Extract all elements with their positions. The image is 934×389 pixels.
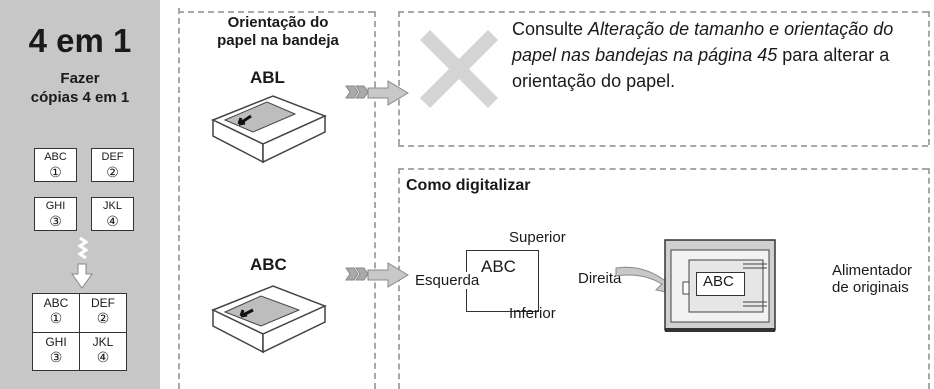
down-arrow-icon — [71, 236, 93, 289]
combined-cell-text: GHI — [45, 335, 67, 349]
page-card-text: JKL — [103, 200, 122, 212]
paper-tray-icon — [211, 285, 327, 354]
page-card-2: DEF ② — [91, 148, 134, 182]
page-card-1: ABC ① — [34, 148, 77, 182]
scanner-sheet-text: ABC — [703, 273, 734, 290]
combined-cell-3: GHI ③ — [33, 333, 79, 371]
feeder-label-line2: de originais — [832, 279, 909, 296]
note-link[interactable]: Alteração de tamanho e orientação do pap… — [512, 19, 894, 65]
frame-scan-right — [928, 168, 930, 389]
sidebar-subtitle-line2: cópias 4 em 1 — [30, 89, 130, 106]
cross-icon — [420, 30, 498, 108]
frame-top-left — [398, 11, 400, 145]
orientation-title-line2: papel na bandeja — [217, 32, 339, 49]
paper-tray-icon — [211, 95, 327, 164]
page-card-text: ABC — [44, 151, 67, 163]
page-card-number: ③ — [49, 213, 62, 229]
label-right: Direita — [578, 270, 622, 287]
orientation-label-abl: ABL — [250, 68, 285, 87]
frame-scan-top — [398, 168, 928, 170]
original-sheet — [466, 250, 539, 312]
sidebar-subtitle-line1: Fazer — [60, 70, 100, 87]
combined-cell-text: ABC — [43, 296, 69, 310]
combined-sheet: ABC ① DEF ② GHI ③ JKL ④ — [32, 293, 127, 371]
scan-title: Como digitalizar — [406, 177, 531, 194]
orientation-title: Orientação do papel na bandeja — [178, 14, 378, 50]
page-card-number: ① — [49, 164, 62, 180]
label-left: Esquerda — [415, 272, 480, 289]
orientation-title-line1: Orientação do — [227, 14, 329, 31]
frame-top-bottom — [398, 145, 928, 147]
combined-cell-text: DEF — [91, 296, 115, 310]
page-card-text: DEF — [101, 151, 124, 163]
note-suffix: para alterar a orientação do papel. — [512, 45, 890, 91]
sidebar-subtitle: Fazer cópias 4 em 1 — [0, 69, 160, 107]
combined-cell-text: JKL — [92, 335, 114, 349]
note-text: Consulte Alteração de tamanho e orientaç… — [512, 16, 912, 94]
page-card-number: ④ — [106, 213, 119, 229]
scanner-sheet — [696, 272, 745, 296]
combined-cell-2: DEF ② — [80, 294, 126, 332]
label-top: Superior — [509, 229, 566, 246]
frame-top — [398, 11, 928, 13]
page-card-4: JKL ④ — [91, 197, 134, 231]
original-sheet-text: ABC — [481, 257, 516, 276]
combined-cell-1: ABC ① — [33, 294, 79, 332]
combined-cell-number: ④ — [96, 349, 110, 365]
combined-cell-number: ① — [49, 310, 63, 326]
frame-top-right — [928, 11, 930, 145]
page-card-number: ② — [106, 164, 119, 180]
right-arrow-icon — [345, 80, 409, 106]
label-bottom: Inferior — [509, 305, 556, 322]
orientation-label-abc: ABC — [250, 255, 287, 274]
feeder-label: Alimentador de originais — [832, 262, 912, 296]
note-prefix: Consulte — [512, 19, 589, 39]
divider-middle — [374, 11, 376, 389]
scanner-icon — [664, 239, 776, 332]
page-card-text: GHI — [45, 200, 66, 212]
combined-cell-number: ② — [96, 310, 110, 326]
divider-top-left — [178, 11, 374, 13]
right-arrow-icon — [345, 262, 409, 288]
combined-cell-4: JKL ④ — [80, 333, 126, 371]
feeder-label-line1: Alimentador — [832, 262, 913, 279]
sidebar-title: 4 em 1 — [28, 22, 132, 59]
divider-left — [178, 8, 180, 389]
page-card-3: GHI ③ — [34, 197, 77, 231]
combined-cell-number: ③ — [49, 349, 63, 365]
